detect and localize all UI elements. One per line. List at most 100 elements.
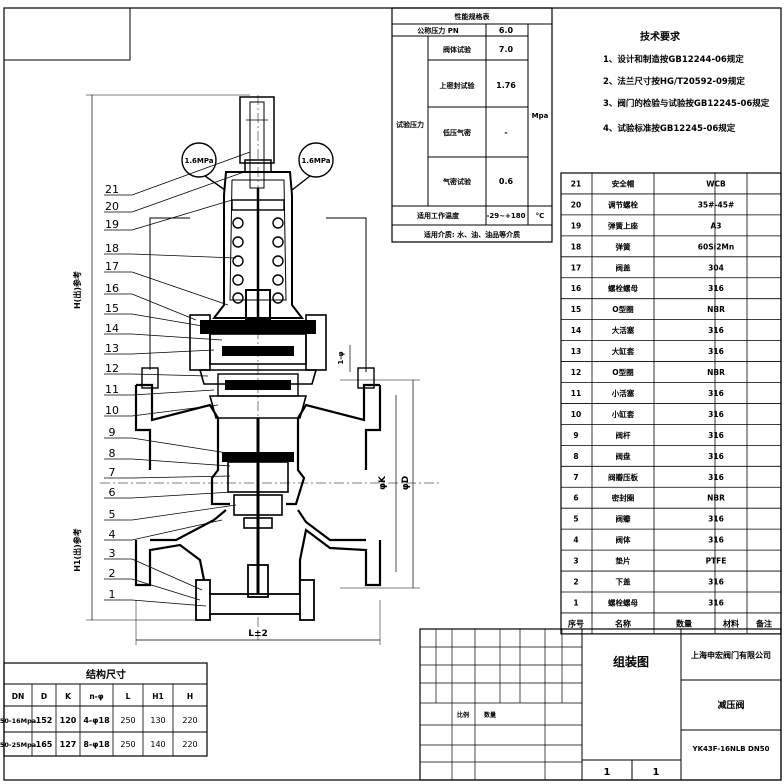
leader-line	[131, 151, 251, 196]
balloon-number: 8	[109, 447, 116, 460]
dim-cell: 165	[36, 740, 53, 749]
parts-cell-material: NBR	[707, 305, 725, 314]
balloon-number: 6	[109, 486, 116, 499]
tech-item: 3、阀门的检验与试验按GB12245-06规定	[603, 98, 770, 109]
parts-cell-no: 9	[573, 431, 578, 440]
parts-cell-material: 35#-45#	[698, 200, 735, 209]
balloon-number: 13	[105, 342, 119, 355]
dim-header: H1	[152, 692, 164, 701]
parts-cell-material: 304	[708, 263, 724, 272]
parts-cell-no: 12	[571, 368, 581, 377]
spec-temp-label: 适用工作温度	[417, 211, 460, 220]
parts-cell-material: NBR	[707, 368, 725, 377]
parts-cell-material: 316	[708, 347, 724, 356]
leader-line	[131, 491, 233, 499]
parts-cell-no: 6	[573, 494, 578, 503]
parts-header-name: 名称	[615, 618, 631, 628]
parts-cell-no: 18	[571, 242, 581, 251]
small-label: 比例	[457, 711, 469, 719]
right-gauge-label: 1.6MPa	[301, 157, 330, 165]
spec-row-label: 公称压力 PN	[417, 26, 459, 35]
balloon-number: 18	[105, 242, 119, 255]
company-name: 上海申宏阀门有限公司	[691, 650, 771, 660]
left-gauge	[181, 142, 226, 191]
parts-cell-material: 316	[708, 431, 724, 440]
spec-row-value: 0.6	[499, 177, 514, 186]
leader-line	[131, 519, 223, 541]
parts-cell-name: O型圈	[612, 304, 634, 314]
parts-cell-no: 1	[573, 598, 578, 607]
spec-row-value: -	[504, 128, 507, 137]
leader-line	[131, 404, 219, 417]
leader-line	[131, 253, 237, 259]
valve-section	[86, 94, 440, 645]
dim-H1-label: H1(出)参考	[72, 528, 82, 572]
bonnet	[211, 171, 305, 319]
bottom-cover	[195, 564, 315, 621]
parts-cell-name: 阀盘	[616, 451, 631, 461]
tech-title: 技术要求	[640, 30, 681, 43]
parts-cell-material: A3	[710, 221, 721, 230]
balloon-number: 2	[109, 567, 116, 580]
dim-cell: 4-φ18	[83, 716, 110, 725]
parts-cell-material: 60Si2Mn	[698, 242, 734, 251]
dim-header: n-φ	[89, 692, 103, 701]
balloon-number: 7	[109, 466, 116, 479]
spec-table: 性能规格表 公称压力 PN 6.0 阀体试验 7.0 上密封试验 1.76 低压…	[391, 7, 553, 243]
balloon-number: 3	[109, 547, 116, 560]
balloon-number: 21	[105, 183, 119, 196]
parts-cell-no: 11	[571, 389, 581, 398]
dim-header: D	[41, 692, 47, 701]
parts-cell-no: 13	[571, 347, 581, 356]
balloon-number: 12	[105, 362, 119, 375]
parts-cell-no: 2	[573, 578, 578, 587]
parts-cell-no: 21	[571, 179, 581, 188]
drawing-name: 组装图	[613, 654, 649, 669]
spec-row-value: 6.0	[499, 26, 514, 35]
parts-cell-name: 安全帽	[612, 178, 635, 188]
spec-medium: 适用介质: 水、油、油品等介质	[424, 230, 520, 239]
spec-temp-unit: °C	[536, 212, 545, 220]
left-gauge-label: 1.6MPa	[184, 157, 213, 165]
dim-cell: 140	[150, 740, 165, 749]
leader-line	[131, 313, 215, 329]
corner-box	[3, 7, 131, 61]
tech-requirements: 技术要求 1、设计和制造按GB12244-06规定 2、法兰尺寸按HG/T205…	[603, 30, 770, 134]
tech-item: 2、法兰尺寸按HG/T20592-09规定	[603, 76, 745, 87]
parts-cell-no: 17	[571, 263, 581, 272]
balloon-number: 1	[109, 588, 116, 601]
dim-K-label: φK	[378, 475, 388, 490]
leader-line	[131, 504, 237, 521]
dim-cell: 127	[60, 740, 77, 749]
spec-group-label: 试验压力	[396, 120, 424, 129]
model-number: YK43F-16NLB DN50	[692, 745, 770, 753]
balloon-number: 16	[105, 282, 119, 295]
dim-cell: 250	[120, 740, 135, 749]
parts-cell-name: 垫片	[616, 556, 631, 566]
leader-line	[131, 271, 229, 306]
parts-cell-name: 下盖	[616, 577, 631, 587]
spec-row-label: 阀体试验	[443, 45, 472, 54]
parts-cell-no: 3	[573, 557, 578, 566]
piston-housing	[189, 289, 327, 419]
parts-cell-no: 10	[571, 410, 581, 419]
dim-small-label: 1-φ	[337, 351, 345, 365]
balloon-number: 4	[109, 528, 116, 541]
parts-cell-material: 316	[708, 473, 724, 482]
valve-body	[134, 383, 382, 601]
dim-cell: 120	[60, 716, 77, 725]
dim-cell: 250	[120, 716, 135, 725]
dim-D-label: φD	[401, 476, 411, 491]
dim-H-label: H(出)参考	[72, 271, 82, 309]
spec-title: 性能规格表	[455, 12, 491, 21]
leader-line	[131, 437, 241, 456]
parts-cell-material: 316	[708, 389, 724, 398]
leader-line	[131, 389, 215, 396]
parts-cell-name: 大活塞	[612, 325, 635, 335]
balloon-number: 19	[105, 218, 119, 231]
parts-cell-name: 阀盖	[616, 262, 631, 272]
parts-cell-material: 316	[708, 326, 724, 335]
valve-disc	[222, 418, 294, 600]
parts-cell-no: 4	[573, 536, 578, 545]
